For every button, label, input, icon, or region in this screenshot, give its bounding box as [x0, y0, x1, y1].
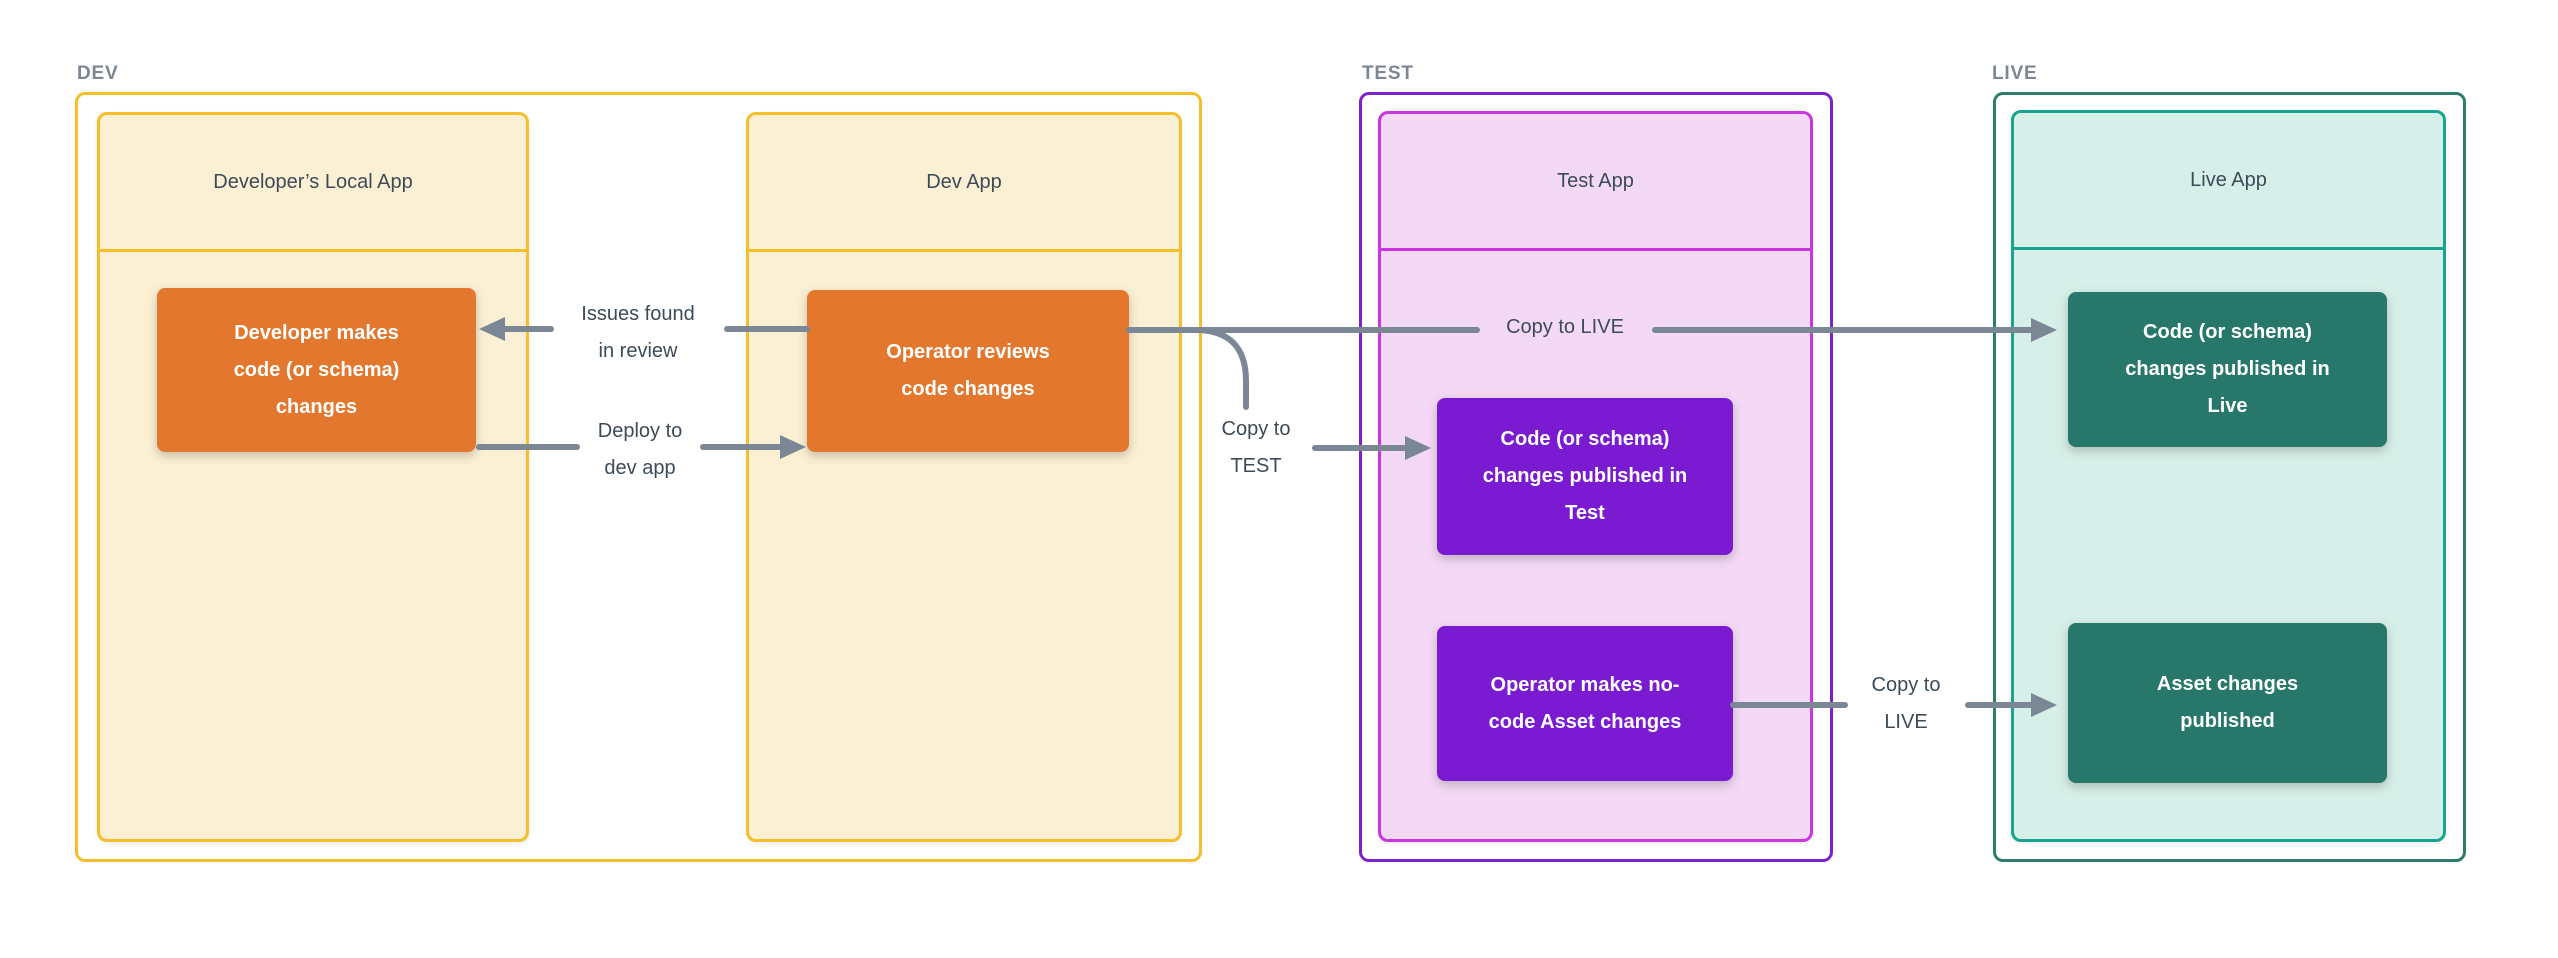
- live-published-box: Code (or schema) changes published in Li…: [2068, 292, 2387, 447]
- asset-changes-box: Operator makes no- code Asset changes: [1437, 626, 1733, 781]
- arrow-branch-curve: [1192, 327, 1249, 410]
- label-line: Copy to: [1221, 418, 1291, 440]
- label-line: LIVE: [1884, 711, 1928, 733]
- test-published-box: Code (or schema) changes published in Te…: [1437, 398, 1733, 555]
- deploy-to-dev-label: Deploy to dev app: [540, 413, 740, 487]
- label-line: Issues found: [581, 303, 695, 325]
- box-text-line: code (or schema): [233, 358, 400, 381]
- box-text-line: Test: [1565, 502, 1605, 524]
- live-app-header: Live App: [2014, 113, 2443, 250]
- test-app-title: Test App: [1557, 169, 1634, 192]
- copy-to-test-label: Copy to TEST: [1156, 411, 1356, 485]
- box-text-line: changes published in: [1482, 465, 1688, 487]
- box-text-line: code changes: [901, 378, 1035, 400]
- dev-app-header: Dev App: [749, 115, 1179, 252]
- box-text-line: published: [2180, 710, 2275, 732]
- box-text-line: changes published in: [2125, 358, 2330, 380]
- developers-local-app-card: Developer’s Local App Developer makes co…: [97, 112, 529, 842]
- dev-section-container: Developer’s Local App Developer makes co…: [75, 92, 1202, 862]
- issues-found-label: Issues found in review: [538, 296, 738, 370]
- box-text-line: Live: [2207, 395, 2248, 417]
- box-text-line: Operator reviews: [886, 341, 1050, 363]
- dev-app-title: Dev App: [926, 170, 1002, 193]
- box-text-line: code Asset changes: [1488, 710, 1682, 733]
- live-section-label: LIVE: [1992, 63, 2038, 84]
- developers-local-app-title: Developer’s Local App: [213, 170, 413, 193]
- label-line: dev app: [604, 457, 676, 479]
- label-line: TEST: [1230, 455, 1282, 477]
- test-section-container: Test App Code (or schema) changes publis…: [1359, 92, 1833, 862]
- label-line: Deploy to: [597, 420, 683, 442]
- live-app-card: Live App Code (or schema) changes publis…: [2011, 110, 2446, 842]
- box-text-line: Developer makes: [234, 321, 399, 344]
- copy-to-live-asset-label: Copy to LIVE: [1806, 667, 2006, 741]
- asset-published-box: Asset changes published: [2068, 623, 2387, 783]
- developer-makes-changes-box: Developer makes code (or schema) changes: [157, 288, 476, 452]
- box-text-line: Code (or schema): [2143, 321, 2312, 343]
- test-app-header: Test App: [1381, 114, 1810, 251]
- test-section-label: TEST: [1362, 63, 1414, 84]
- operator-reviews-box: Operator reviews code changes: [807, 290, 1129, 452]
- box-text-line: Operator makes no-: [1490, 673, 1680, 696]
- dev-app-card: Dev App Operator reviews code changes: [746, 112, 1182, 842]
- box-text-line: changes: [275, 395, 358, 418]
- box-text-line: Code (or schema): [1500, 428, 1670, 450]
- live-app-title: Live App: [2190, 168, 2267, 191]
- test-app-card: Test App Code (or schema) changes publis…: [1378, 111, 1813, 842]
- label-line: Copy to LIVE: [1506, 316, 1624, 338]
- label-line: in review: [598, 340, 678, 362]
- label-line: Copy to: [1871, 674, 1941, 696]
- dev-section-label: DEV: [77, 63, 119, 84]
- box-text-line: Asset changes: [2156, 673, 2299, 695]
- copy-to-live-main-label: Copy to LIVE: [1465, 309, 1665, 346]
- developers-local-app-header: Developer’s Local App: [100, 115, 526, 252]
- live-section-container: Live App Code (or schema) changes publis…: [1993, 92, 2466, 862]
